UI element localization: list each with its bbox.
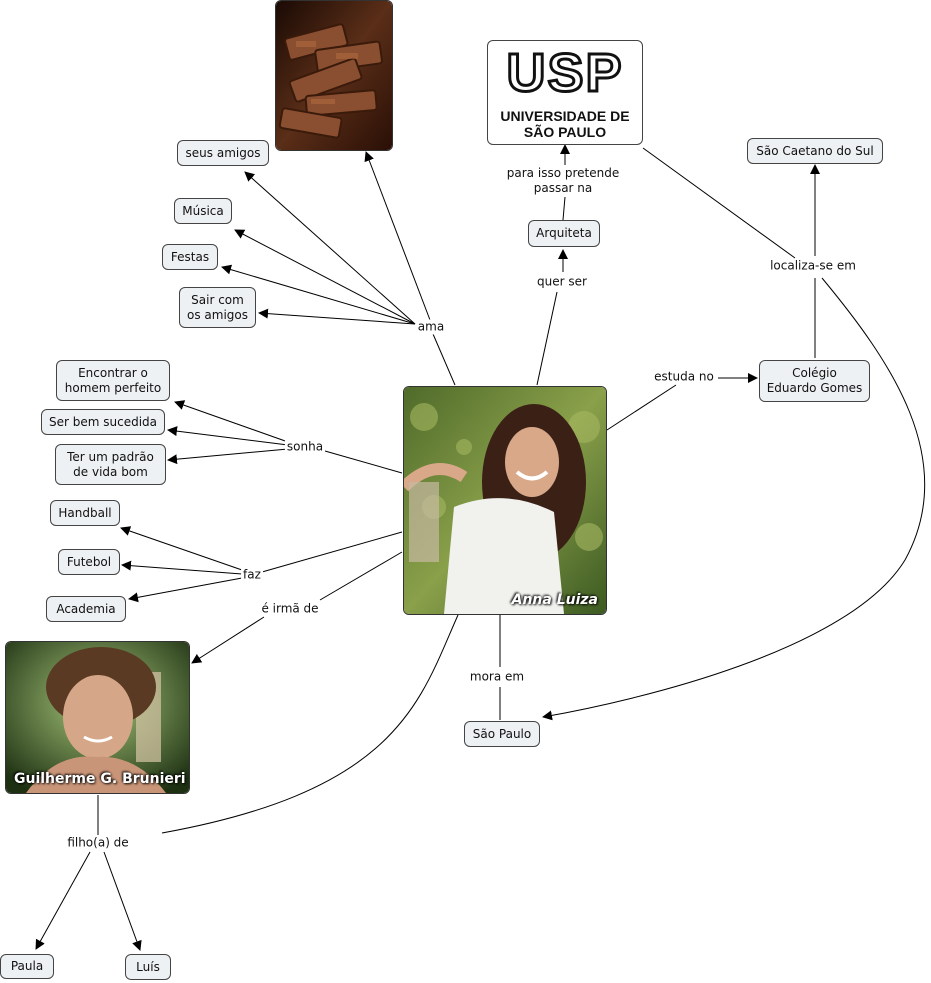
link-label-mora-em: mora em xyxy=(467,669,527,685)
node-musica[interactable]: Música xyxy=(174,198,232,224)
link-label-quer-ser: quer ser xyxy=(535,274,589,290)
usp-logo: USP UNIVERSIDADE DE SÃO PAULO xyxy=(487,40,643,145)
node-handball[interactable]: Handball xyxy=(50,500,120,526)
node-sair-com-amigos[interactable]: Sair com os amigos xyxy=(179,287,256,328)
node-paula[interactable]: Paula xyxy=(0,954,54,979)
usp-wordmark: USP xyxy=(505,42,624,105)
node-sao-caetano-do-sul[interactable]: São Caetano do Sul xyxy=(747,138,883,164)
node-academia[interactable]: Academia xyxy=(46,596,126,622)
chocolate-photo xyxy=(275,0,393,151)
anna-luiza-photo: Anna Luiza xyxy=(403,386,607,615)
node-sao-paulo[interactable]: São Paulo xyxy=(464,721,540,747)
link-label-estuda-no: estuda no xyxy=(652,369,716,385)
node-arquiteta[interactable]: Arquiteta xyxy=(528,220,600,247)
node-padrao-de-vida[interactable]: Ter um padrão de vida bom xyxy=(55,444,166,485)
link-label-pretende-passar: para isso pretende passar na xyxy=(504,166,622,196)
link-label-sonha: sonha xyxy=(284,439,326,455)
node-encontrar-homem-perfeito[interactable]: Encontrar o homem perfeito xyxy=(56,360,170,401)
anna-luiza-caption: Anna Luiza xyxy=(511,592,598,608)
node-seus-amigos[interactable]: seus amigos xyxy=(177,140,269,166)
link-label-ama: ama xyxy=(415,319,447,335)
link-label-filho-de: filho(a) de xyxy=(65,835,131,851)
node-luis[interactable]: Luís xyxy=(125,954,171,980)
node-ser-bem-sucedida[interactable]: Ser bem sucedida xyxy=(41,409,165,435)
link-label-irma-de: é irmã de xyxy=(259,601,321,617)
link-label-faz: faz xyxy=(241,567,263,583)
node-festas[interactable]: Festas xyxy=(162,244,218,270)
node-colegio-eduardo-gomes[interactable]: Colégio Eduardo Gomes xyxy=(759,360,870,402)
usp-name-line1: UNIVERSIDADE DE xyxy=(500,108,630,124)
guilherme-photo: Guilherme G. Brunieri xyxy=(5,641,190,794)
guilherme-caption: Guilherme G. Brunieri xyxy=(14,771,186,787)
link-label-localiza-se-em: localiza-se em xyxy=(768,258,858,274)
usp-name-line2: SÃO PAULO xyxy=(523,124,607,140)
node-futebol[interactable]: Futebol xyxy=(58,549,120,575)
